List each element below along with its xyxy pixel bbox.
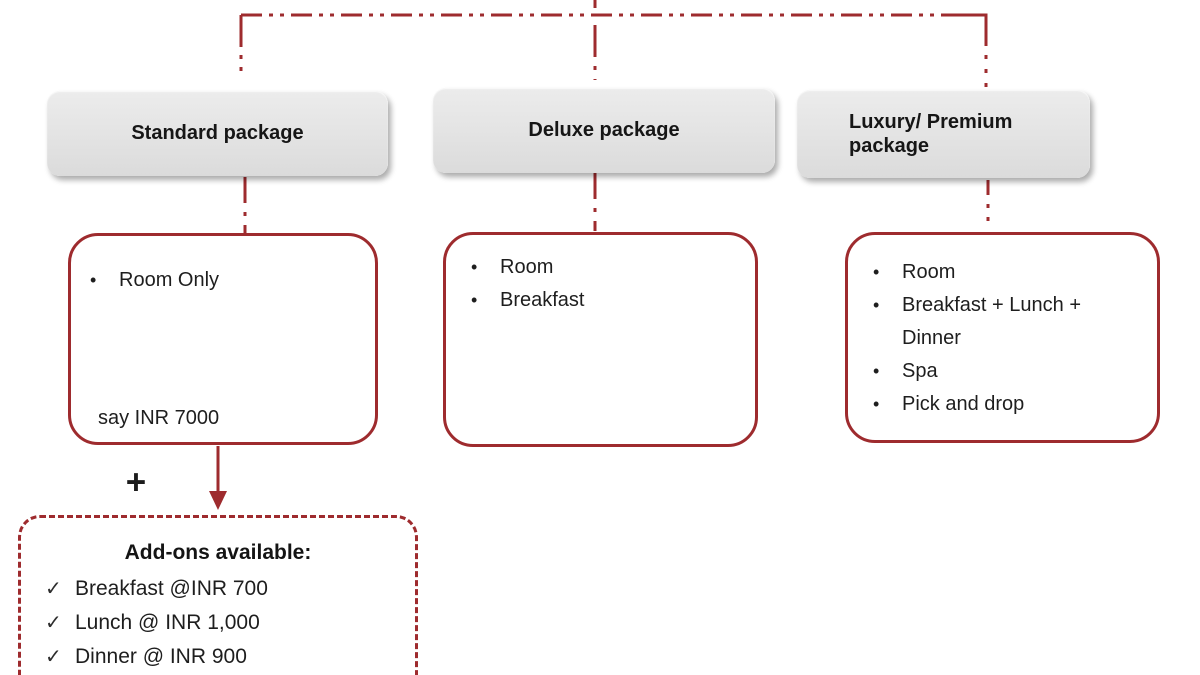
addons-box: Add-ons available: ✓ Breakfast @INR 700 …: [18, 515, 418, 675]
luxury-package-header: Luxury/ Premium package: [797, 90, 1090, 178]
standard-package-title: Standard package: [131, 122, 304, 145]
list-item: • Breakfast + Lunch + Dinner: [873, 289, 1157, 355]
list-item: • Breakfast: [471, 284, 755, 317]
standard-package-details: • Room Only say INR 7000: [68, 233, 378, 445]
list-item: • Pick and drop: [873, 388, 1157, 421]
list-item: • Room: [471, 251, 755, 284]
luxury-package-title: Luxury/ Premium package: [849, 110, 1013, 157]
list-item: • Room: [873, 256, 1157, 289]
check-icon: ✓: [45, 578, 62, 600]
list-item: ✓ Dinner @ INR 900: [45, 640, 415, 674]
bullet-marker: •: [873, 361, 880, 381]
list-item: • Spa: [873, 355, 1157, 388]
addons-title: Add-ons available:: [124, 541, 312, 564]
standard-package-header: Standard package: [47, 91, 388, 176]
check-icon: ✓: [45, 646, 62, 668]
list-item: ✓ Breakfast @INR 700: [45, 572, 415, 606]
check-icon: ✓: [45, 612, 62, 634]
deluxe-package-header: Deluxe package: [433, 88, 775, 173]
right-elbow-connector: [956, 13, 988, 46]
luxury-package-details: • Room • Breakfast + Lunch + Dinner • Sp…: [845, 232, 1160, 443]
luxury-items-list: • Room • Breakfast + Lunch + Dinner • Sp…: [848, 235, 1157, 421]
addons-list: ✓ Breakfast @INR 700 ✓ Lunch @ INR 1,000…: [21, 572, 415, 674]
standard-items-list: • Room Only: [71, 236, 375, 297]
bullet-marker: •: [471, 290, 478, 310]
bullet-marker: •: [873, 295, 880, 315]
deluxe-items-list: • Room • Breakfast: [446, 235, 755, 317]
addons-arrowhead: [209, 491, 227, 510]
list-item: • Room Only: [90, 264, 375, 297]
bullet-marker: •: [90, 270, 97, 290]
deluxe-package-title: Deluxe package: [528, 119, 680, 142]
bullet-marker: •: [471, 257, 478, 277]
deluxe-package-details: • Room • Breakfast: [443, 232, 758, 447]
list-item: ✓ Lunch @ INR 1,000: [45, 606, 415, 640]
bullet-marker: •: [873, 394, 880, 414]
price-note: say INR 7000: [98, 407, 220, 429]
plus-sign: +: [125, 463, 147, 502]
bullet-marker: •: [873, 262, 880, 282]
